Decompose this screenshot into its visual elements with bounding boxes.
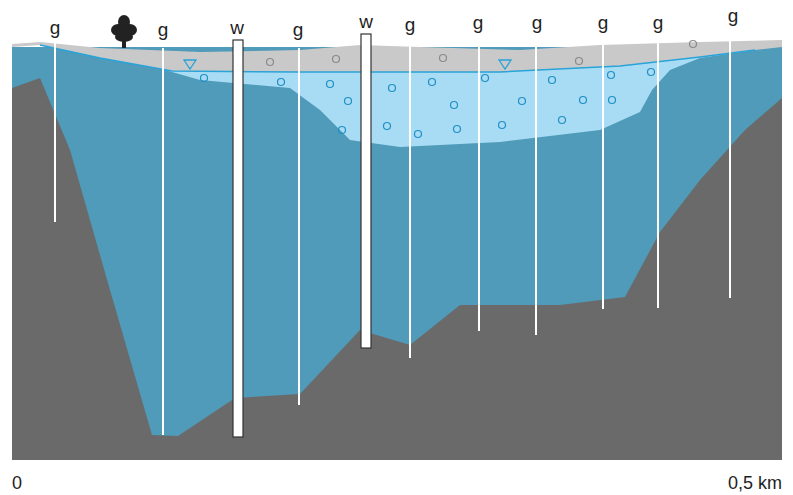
unsaturated-zone (12, 40, 782, 72)
well-label: g (473, 13, 484, 32)
water-table (40, 45, 755, 72)
well-label: g (158, 20, 169, 39)
soil-particles (267, 41, 697, 66)
monitoring-wells (55, 40, 730, 435)
well-label: g (405, 15, 416, 34)
well-label: g (728, 6, 739, 25)
pumping-well (361, 34, 371, 348)
scale-label: 0 (12, 474, 22, 492)
well-label: g (293, 20, 304, 39)
aquifer (12, 47, 782, 460)
pumping-well (233, 40, 243, 437)
well-label: g (532, 13, 543, 32)
well-label: g (653, 13, 664, 32)
well-label: w (230, 18, 244, 37)
well-label: g (50, 18, 61, 37)
plume-particles (201, 69, 655, 138)
tree (111, 15, 137, 48)
well-label: g (598, 13, 609, 32)
well-label: w (359, 12, 373, 31)
scale-label: 0,5 km (728, 474, 782, 492)
